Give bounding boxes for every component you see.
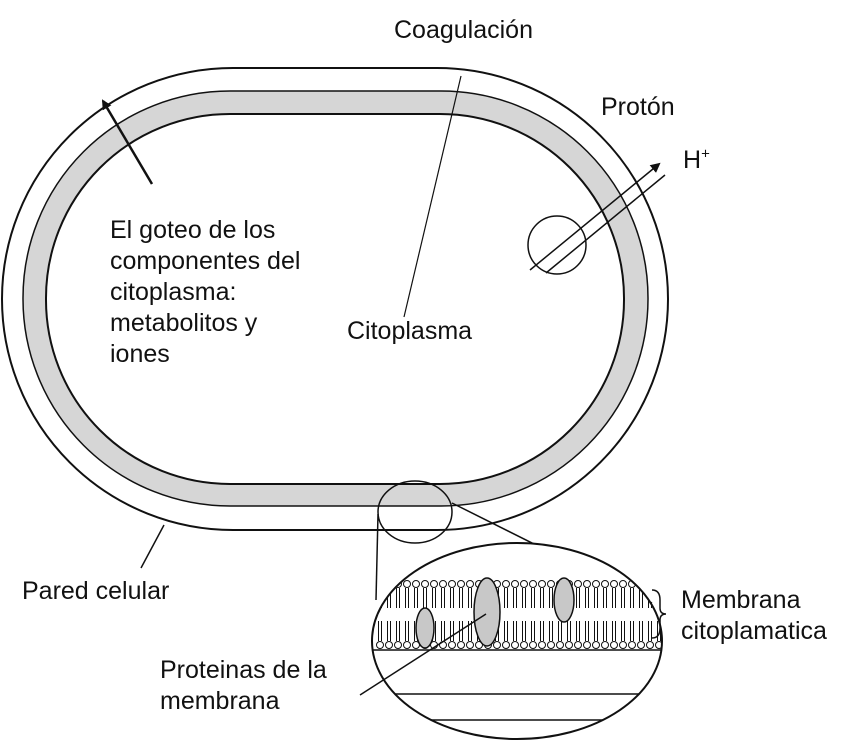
phospholipid [458,581,465,588]
phospholipid [422,581,429,588]
phospholipid [395,642,402,649]
label-goteo-line: El goteo de los [110,215,300,246]
cell [2,68,668,530]
label-membrana-citoplamatica: Membrana citoplamatica [681,585,827,647]
phospholipid [638,642,645,649]
phospholipid [620,642,627,649]
label-membrana-line: Membrana [681,585,827,616]
phospholipid [467,642,474,649]
phospholipid [647,642,654,649]
phospholipid [467,581,474,588]
phospholipid [611,581,618,588]
phospholipid [602,581,609,588]
phospholipid [386,581,393,588]
label-proteinas: Proteinas de la membrana [160,655,327,717]
phospholipid [602,642,609,649]
label-goteo-line: metabolitos y [110,308,300,339]
phospholipid [386,642,393,649]
phospholipid [557,642,564,649]
phospholipid [575,581,582,588]
label-goteo-line: iones [110,339,300,370]
phospholipid [503,581,510,588]
label-goteo-line: componentes del [110,246,300,277]
label-proton: Protón [601,92,675,123]
phospholipid [611,642,618,649]
phospholipid [404,642,411,649]
phospholipid [449,581,456,588]
label-proteinas-line: membrana [160,686,327,717]
phospholipid [377,642,384,649]
label-h-plus: H+ [683,145,710,176]
phospholipid [458,642,465,649]
label-citoplasma: Citoplasma [347,316,472,347]
phospholipid [656,581,663,588]
phospholipid [521,642,528,649]
phospholipid [413,581,420,588]
phospholipid [548,642,555,649]
phospholipid [593,581,600,588]
label-h: H [683,146,701,174]
phospholipid [512,642,519,649]
phospholipid [512,581,519,588]
label-proteinas-line: Proteinas de la [160,655,327,686]
label-h-sup: + [701,146,710,163]
phospholipid [584,642,591,649]
label-membrana-line: citoplamatica [681,616,827,647]
phospholipid [449,642,456,649]
phospholipid [647,581,654,588]
phospholipid [494,642,501,649]
phospholipid [530,581,537,588]
membrane-protein [416,608,434,648]
label-coagulacion: Coagulación [394,15,533,46]
phospholipid [431,581,438,588]
phospholipid [584,581,591,588]
label-goteo-line: citoplasma: [110,277,300,308]
label-pared-celular: Pared celular [22,576,169,607]
phospholipid [503,642,510,649]
membrane-protein [474,578,500,646]
pared-leader [141,525,164,568]
phospholipid [377,581,384,588]
phospholipid [593,642,600,649]
phospholipid [620,581,627,588]
phospholipid [539,642,546,649]
phospholipid [548,581,555,588]
phospholipid [530,642,537,649]
phospholipid [440,581,447,588]
membrane-protein [554,578,574,622]
phospholipid [575,642,582,649]
phospholipid [629,642,636,649]
phospholipid [566,642,573,649]
phospholipid [539,581,546,588]
phospholipid [521,581,528,588]
label-goteo: El goteo de los componentes del citoplas… [110,215,300,370]
phospholipid [404,581,411,588]
magnified-membrane [360,543,680,739]
